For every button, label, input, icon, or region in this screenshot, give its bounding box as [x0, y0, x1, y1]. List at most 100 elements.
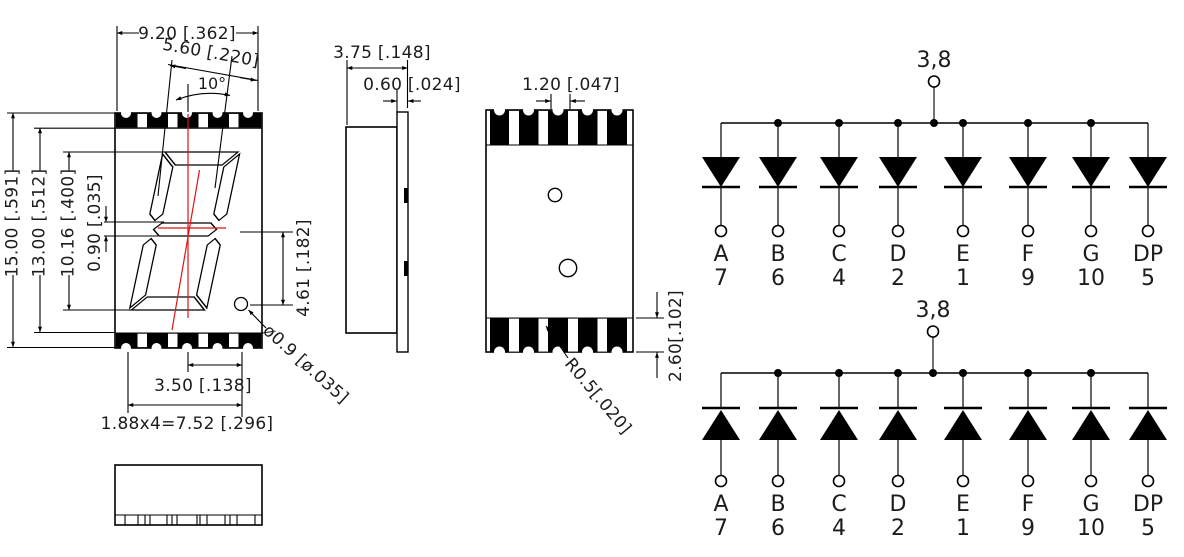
pin-terminal: [956, 224, 970, 238]
segment-label: D: [890, 242, 907, 267]
common-pin-terminal: [927, 75, 941, 88]
diode-symbol: [1072, 410, 1110, 440]
pin-terminal: [832, 224, 846, 238]
pin-number-label: 9: [1021, 266, 1035, 291]
diode-symbol: [879, 157, 917, 187]
segment-label: F: [1022, 492, 1035, 517]
pin-number-label: 6: [771, 266, 785, 291]
front-view: 9.20 [.362] 5.60 [.220] 10° 15.00 [.591]: [3, 24, 353, 434]
back-top-pads: [486, 104, 633, 146]
segment-label: C: [831, 242, 846, 267]
diode-symbol: [944, 410, 982, 440]
diode-symbol: [820, 157, 858, 187]
pin-terminal: [832, 474, 846, 488]
pin-terminal: [891, 474, 905, 488]
diode-symbol: [1009, 410, 1047, 440]
diode-symbol: [759, 410, 797, 440]
svg-text:0.90 [.035]: 0.90 [.035]: [85, 174, 105, 272]
segment-label: G: [1082, 242, 1099, 267]
dim-pad-span: 1.88x4=7.52 [.296]: [101, 352, 273, 434]
segment-b: [213, 152, 241, 222]
segment-label: D: [890, 492, 907, 517]
segment-label: E: [956, 492, 970, 517]
dim-dp-diameter: ø0.9 [ø.035]: [248, 309, 353, 408]
pin-number-label: 1: [956, 516, 970, 541]
segment-label: A: [713, 242, 728, 267]
svg-text:15.00 [.591]: 15.00 [.591]: [3, 169, 23, 278]
alignment-hole-upper: [547, 187, 563, 203]
dim-middle-segment: 0.90 [.035]: [85, 174, 164, 272]
junction-dot: [929, 369, 937, 377]
diode-symbol: [879, 410, 917, 440]
common-pin-label: 3,8: [917, 48, 952, 73]
svg-text:R0.5[.020]: R0.5[.020]: [560, 354, 635, 438]
diode-symbol: [759, 157, 797, 187]
dim-substrate-thickness: 0.60 [.024]: [363, 75, 461, 112]
svg-text:3.75 [.148]: 3.75 [.148]: [333, 43, 431, 63]
segment-label: A: [713, 492, 728, 517]
centerlines: [158, 114, 226, 331]
pin-number-label: 2: [891, 266, 905, 291]
dim-dp-offset: 4.61 [.182]: [240, 219, 314, 317]
junction-dot: [930, 119, 938, 127]
dim-slant-angle: 10°: [175, 74, 231, 101]
pin-number-label: 5: [1141, 516, 1155, 541]
svg-text:ø0.9 [ø.035]: ø0.9 [ø.035]: [259, 321, 353, 408]
diode-symbol: [702, 157, 740, 187]
dim-inner-height: 13.00 [.512]: [30, 127, 115, 334]
pin-number-label: 9: [1021, 516, 1035, 541]
pin-number-label: 7: [714, 516, 728, 541]
dim-pad-height: 2.60[.102]: [636, 290, 686, 382]
pin-number-label: 4: [832, 266, 846, 291]
dim-depth: 3.75 [.148]: [333, 43, 431, 125]
segment-label: DP: [1133, 492, 1163, 517]
svg-text:9.20 [.362]: 9.20 [.362]: [138, 24, 236, 44]
segment-label: G: [1082, 492, 1099, 517]
segment-label: E: [956, 242, 970, 267]
dim-character-height: 10.16 [.400]: [59, 151, 170, 311]
segment-e: [128, 237, 157, 310]
pin-number-label: 7: [714, 266, 728, 291]
dim-pad-width: 1.20 [.047]: [522, 75, 620, 109]
diode-symbol: [702, 410, 740, 440]
diode-symbol: [820, 410, 858, 440]
common-pin-label: 3,8: [916, 298, 951, 323]
pin-terminal: [956, 474, 970, 488]
front-bottom-pads: [115, 332, 262, 353]
svg-text:10°: 10°: [198, 74, 226, 93]
pin-terminal: [714, 224, 728, 238]
dim-overall-height: 15.00 [.591]: [3, 112, 115, 349]
svg-text:2.60[.102]: 2.60[.102]: [666, 290, 686, 382]
segment-d: [129, 296, 206, 311]
pin-terminal: [771, 224, 785, 238]
diode-symbol: [1129, 410, 1167, 440]
svg-text:13.00 [.512]: 13.00 [.512]: [30, 169, 50, 278]
segment-c: [195, 237, 221, 310]
segment-label: B: [770, 242, 785, 267]
alignment-hole-lower: [558, 258, 578, 278]
pin-terminal: [1084, 474, 1098, 488]
common-pin-terminal: [926, 325, 940, 338]
pin-number-label: 6: [771, 516, 785, 541]
bottom-view: [114, 464, 263, 526]
pin-terminal: [771, 474, 785, 488]
diode-symbol: [944, 157, 982, 187]
back-bottom-pads: [486, 317, 633, 358]
svg-text:0.60 [.024]: 0.60 [.024]: [363, 75, 461, 95]
pin-terminal: [1021, 474, 1035, 488]
svg-text:1.20 [.047]: 1.20 [.047]: [522, 75, 620, 95]
segment-label: F: [1022, 242, 1035, 267]
segment-g: [152, 222, 218, 237]
diode-symbol: [1129, 157, 1167, 187]
pin-number-label: 4: [832, 516, 846, 541]
pin-number-label: 10: [1077, 516, 1105, 541]
segment-label: DP: [1133, 242, 1163, 267]
segment-label: B: [770, 492, 785, 517]
pin-terminal: [714, 474, 728, 488]
bottom-view-pad-cells: [124, 515, 256, 525]
diode-symbol: [1072, 157, 1110, 187]
pin-terminal: [1141, 474, 1155, 488]
